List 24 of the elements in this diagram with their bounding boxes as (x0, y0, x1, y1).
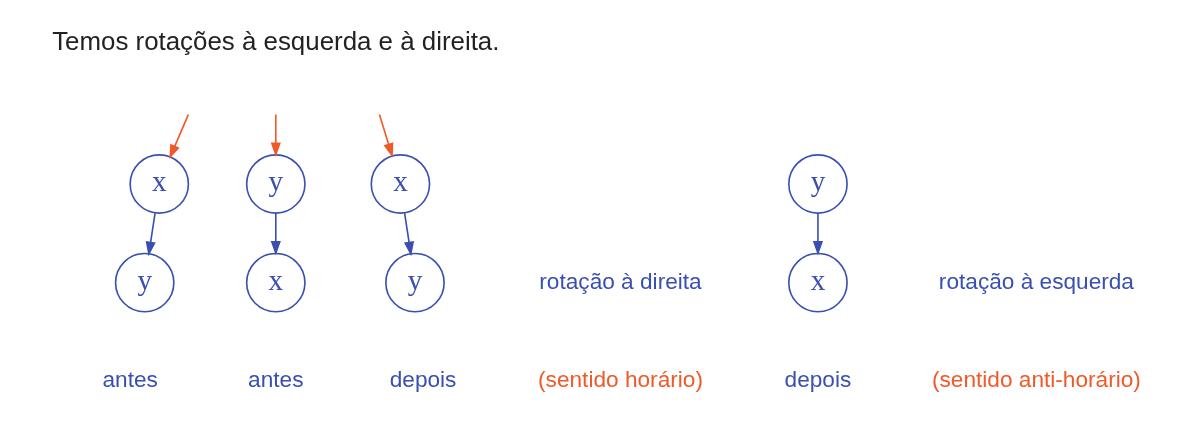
label: depois (389, 366, 456, 393)
arrow (168, 113, 189, 160)
arrow (270, 113, 281, 157)
label: antes (101, 366, 158, 393)
node-circle: x (787, 252, 848, 313)
label: rotação à direita (538, 267, 702, 294)
node-circle: x (245, 252, 306, 313)
node-circle: y (245, 154, 306, 214)
node-circle: y (384, 252, 445, 313)
label: (sentido anti-horário) (931, 366, 1141, 393)
label: rotação à esquerda (938, 267, 1134, 294)
node-circle: y (787, 154, 848, 214)
arrow (270, 212, 281, 256)
arrow (145, 212, 156, 257)
arrow (378, 113, 393, 158)
node-circle: x (128, 154, 189, 214)
label: antes (247, 366, 303, 393)
label: depois (784, 366, 851, 393)
node-circle: x (369, 154, 430, 214)
node-circle: y (114, 252, 175, 313)
arrow (812, 212, 823, 256)
label: (sentido horário) (537, 366, 703, 393)
arrow (403, 212, 414, 257)
label: Temos rotações à esquerda e à direita. (51, 26, 499, 55)
